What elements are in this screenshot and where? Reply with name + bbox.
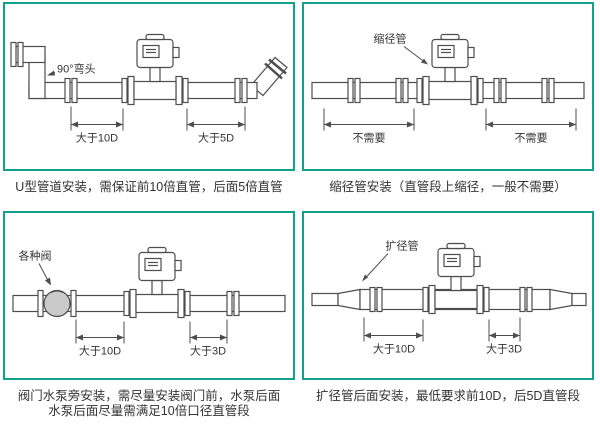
dimension-left-label: 大于10D bbox=[76, 131, 118, 145]
caption-line: 水泵后面尽量需满足10倍口径直管段 bbox=[48, 404, 250, 418]
caption-reducer: 缩径管安装（直管段上缩径，一般不需要） bbox=[302, 171, 594, 205]
dimension-left: 大于10D bbox=[70, 106, 124, 145]
caption-line: 缩径管安装（直管段上缩径，一般不需要） bbox=[329, 180, 567, 194]
expander-diagram: 扩径管 大于10D 大于 bbox=[311, 239, 587, 356]
dimension-right: 大于3D bbox=[486, 317, 522, 356]
dimension-right: 大于5D bbox=[186, 106, 246, 145]
reducer-diagram: 缩径管 不需要 不需要 bbox=[311, 32, 585, 145]
caption-valve-pump: 阀门水泵旁安装，需尽量安装阀门前，水泵后面 水泵后面尽量需满足10倍口径直管段 bbox=[3, 380, 295, 429]
callout-reducer: 缩径管 bbox=[374, 32, 428, 65]
callout-valve-label: 各种阀 bbox=[19, 249, 52, 263]
dimension-right-label: 大于3D bbox=[190, 344, 226, 358]
caption-line: 阀门水泵旁安装，需尽量安装阀门前，水泵后面 bbox=[17, 389, 281, 403]
dimension-left-label: 大于10D bbox=[79, 344, 121, 358]
flowmeter-symbol bbox=[422, 242, 490, 315]
callout-reducer-label: 缩径管 bbox=[374, 32, 407, 46]
dimension-left-label: 大于10D bbox=[373, 342, 415, 356]
dimension-right-label: 大于5D bbox=[198, 131, 234, 145]
dimension-right: 不需要 bbox=[485, 108, 577, 145]
flowmeter-symbol bbox=[121, 33, 189, 106]
expander-diagram-frame: 扩径管 大于10D 大于 bbox=[302, 211, 594, 380]
flowmeter-symbol bbox=[416, 33, 484, 106]
panel-valve-pump: 各种阀 大于10D 大于 bbox=[3, 211, 295, 429]
callout-elbow: 90°弯头 bbox=[47, 62, 96, 76]
panel-expander: 扩径管 大于10D 大于 bbox=[302, 211, 594, 429]
caption-line: 扩径管后面安装，最低要求前10D，后5D直管段 bbox=[316, 389, 580, 403]
panel-u-pipe: 90°弯头 大于10D bbox=[3, 2, 295, 205]
dimension-right-label: 不需要 bbox=[515, 132, 548, 145]
panel-reducer: 缩径管 不需要 不需要 bbox=[302, 2, 594, 205]
u-pipe-diagram: 90°弯头 大于10D bbox=[10, 33, 288, 145]
reducer-diagram-frame: 缩径管 不需要 不需要 bbox=[302, 2, 594, 171]
callout-expander-label: 扩径管 bbox=[386, 239, 419, 253]
callout-expander: 扩径管 bbox=[362, 239, 419, 282]
dimension-left: 大于10D bbox=[75, 319, 125, 358]
dimension-left: 大于10D bbox=[363, 317, 424, 356]
caption-expander: 扩径管后面安装，最低要求前10D，后5D直管段 bbox=[302, 380, 594, 414]
diagonal-flange bbox=[264, 58, 287, 80]
flowmeter-symbol bbox=[123, 246, 191, 319]
callout-elbow-label: 90°弯头 bbox=[57, 62, 96, 76]
valve-diagram-frame: 各种阀 大于10D 大于 bbox=[3, 211, 295, 380]
valve-diagram: 各种阀 大于10D 大于 bbox=[12, 246, 286, 358]
dimension-right: 大于3D bbox=[189, 319, 228, 358]
dimension-left: 不需要 bbox=[323, 108, 415, 145]
u-pipe-diagram-frame: 90°弯头 大于10D bbox=[3, 2, 295, 171]
caption-line: U型管道安装，需保证前10倍直管，后面5倍直管 bbox=[15, 180, 283, 194]
dimension-left-label: 不需要 bbox=[353, 132, 386, 145]
valve-symbol bbox=[37, 289, 77, 318]
caption-u-pipe: U型管道安装，需保证前10倍直管，后面5倍直管 bbox=[3, 171, 295, 205]
dimension-right-label: 大于3D bbox=[486, 342, 522, 356]
callout-valve: 各种阀 bbox=[19, 249, 52, 286]
